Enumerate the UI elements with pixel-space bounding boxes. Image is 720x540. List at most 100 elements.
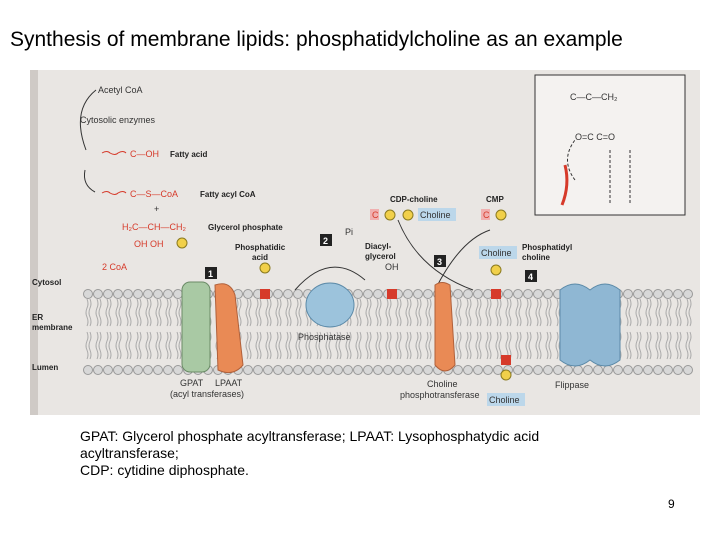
lipid-head-gray [643,289,653,299]
lipid-head-gray [113,289,123,299]
label-flippase: Flippase [555,380,589,390]
lipid-head-gray [493,365,503,375]
fatty-chain-1 [101,151,127,155]
lipid-head-gray [603,365,613,375]
lipid-head [260,289,270,299]
lipid-head-gray [253,365,263,375]
label-choline-pt: Choline [427,379,458,389]
lipid-head-gray [173,289,183,299]
page-edge [30,70,38,415]
formula-fatty-acyl-coa: C—S—CoA [130,189,178,199]
lipid-head-gray [513,289,523,299]
phosphate-icon [176,237,188,249]
lipid-tail [375,331,382,360]
lipid-tail [405,298,412,327]
label-glycerol: glycerol [365,252,396,261]
arrow-acetyl [79,89,97,151]
label-fatty-acid: Fatty acid [170,150,207,159]
lipid-head-gray [163,289,173,299]
lipid-head-gray [143,289,153,299]
lipid-head-gray [153,365,163,375]
lipid-head-gray [553,365,563,375]
step-1-number: 1 [208,269,213,279]
lipid-head-gray [513,365,523,375]
lipid-head-gray [393,365,403,375]
lipid-head-gray [273,365,283,375]
lipid-head-gray [523,289,533,299]
lipid-head-gray [623,365,633,375]
lipid-head-gray [543,289,553,299]
phosphate-icon [500,369,512,381]
lipid-tail [475,331,482,360]
lipid-synthesis-figure: C—C—CH₂ O=C C=O Acetyl CoA Cytosolic enz… [30,70,700,415]
lipid-head-gray [613,365,623,375]
lipid-head-gray [283,289,293,299]
slide-title: Synthesis of membrane lipids: phosphatid… [10,28,623,51]
label-choline: Choline [481,248,512,258]
lipid-head-gray [353,365,363,375]
lipid-tail [115,331,122,360]
lipid-tail [335,331,342,360]
label-cmp: CMP [486,195,504,204]
phosphate-icon [402,209,414,221]
lipid-tail [505,331,512,360]
lipid-tail [245,298,252,327]
lipid-tail [255,331,262,360]
lipid-head-gray [123,289,133,299]
lipid-tail [385,331,392,360]
lipid-head-gray [653,365,663,375]
lipid-tail [535,298,542,327]
lipid-head-gray [333,365,343,375]
step-2-number: 2 [323,236,328,246]
lipid-tail [655,331,662,360]
lipid-tail [145,331,152,360]
lipid-tail [455,298,462,327]
lipid-tail [145,298,152,327]
label-phosphatidyl: Phosphatidyl [522,243,572,252]
lipid-head-gray [463,289,473,299]
lipid-tail [245,331,252,360]
arrow-phosphatase [294,266,366,291]
lipid-tail [425,331,432,360]
lipid-tail [155,331,162,360]
formula-fatty-acid: C—OH [130,149,159,159]
lipid-head-gray [403,289,413,299]
lipid-head-gray [673,289,683,299]
lipid-head-gray [293,365,303,375]
lipid-head-gray [243,289,253,299]
label-phosphatidic: Phosphatidic [235,243,286,252]
lipid-tail [455,331,462,360]
lipid-tail [545,331,552,360]
lipid-head-gray [423,289,433,299]
lipid-head-gray [273,289,283,299]
lipid-head-gray [663,289,673,299]
lipid-head-gray [163,365,173,375]
lipid-tail [115,298,122,327]
phosphate-icon [384,209,396,221]
label-phosphotransferase: phosphotransferase [400,390,480,400]
label-acid: acid [252,253,268,262]
lipid-tail [395,331,402,360]
label-glycerol-phosphate: Glycerol phosphate [208,223,283,232]
lipid-head-gray [463,365,473,375]
lipid-tail [255,298,262,327]
lipid-tail [355,298,362,327]
choline-box [479,246,517,259]
choline-box [418,208,456,221]
lipid-head-gray [653,289,663,299]
lipid-tail [95,298,102,327]
cytidine-box [370,209,379,220]
lipid-tail [315,331,322,360]
caption: GPAT: Glycerol phosphate acyltransferase… [80,428,680,479]
label-gpat: GPAT [180,378,204,388]
step-3-badge [434,255,446,267]
lipid-head-gray [373,289,383,299]
lipid-head-gray [373,365,383,375]
lipid-tail [265,331,272,360]
lipid-tail [515,298,522,327]
arrow-fatty [84,169,96,193]
label-pi: Pi [345,227,353,237]
lipid-head-gray [143,365,153,375]
lipid-tail [645,331,652,360]
lipid-tail [285,331,292,360]
